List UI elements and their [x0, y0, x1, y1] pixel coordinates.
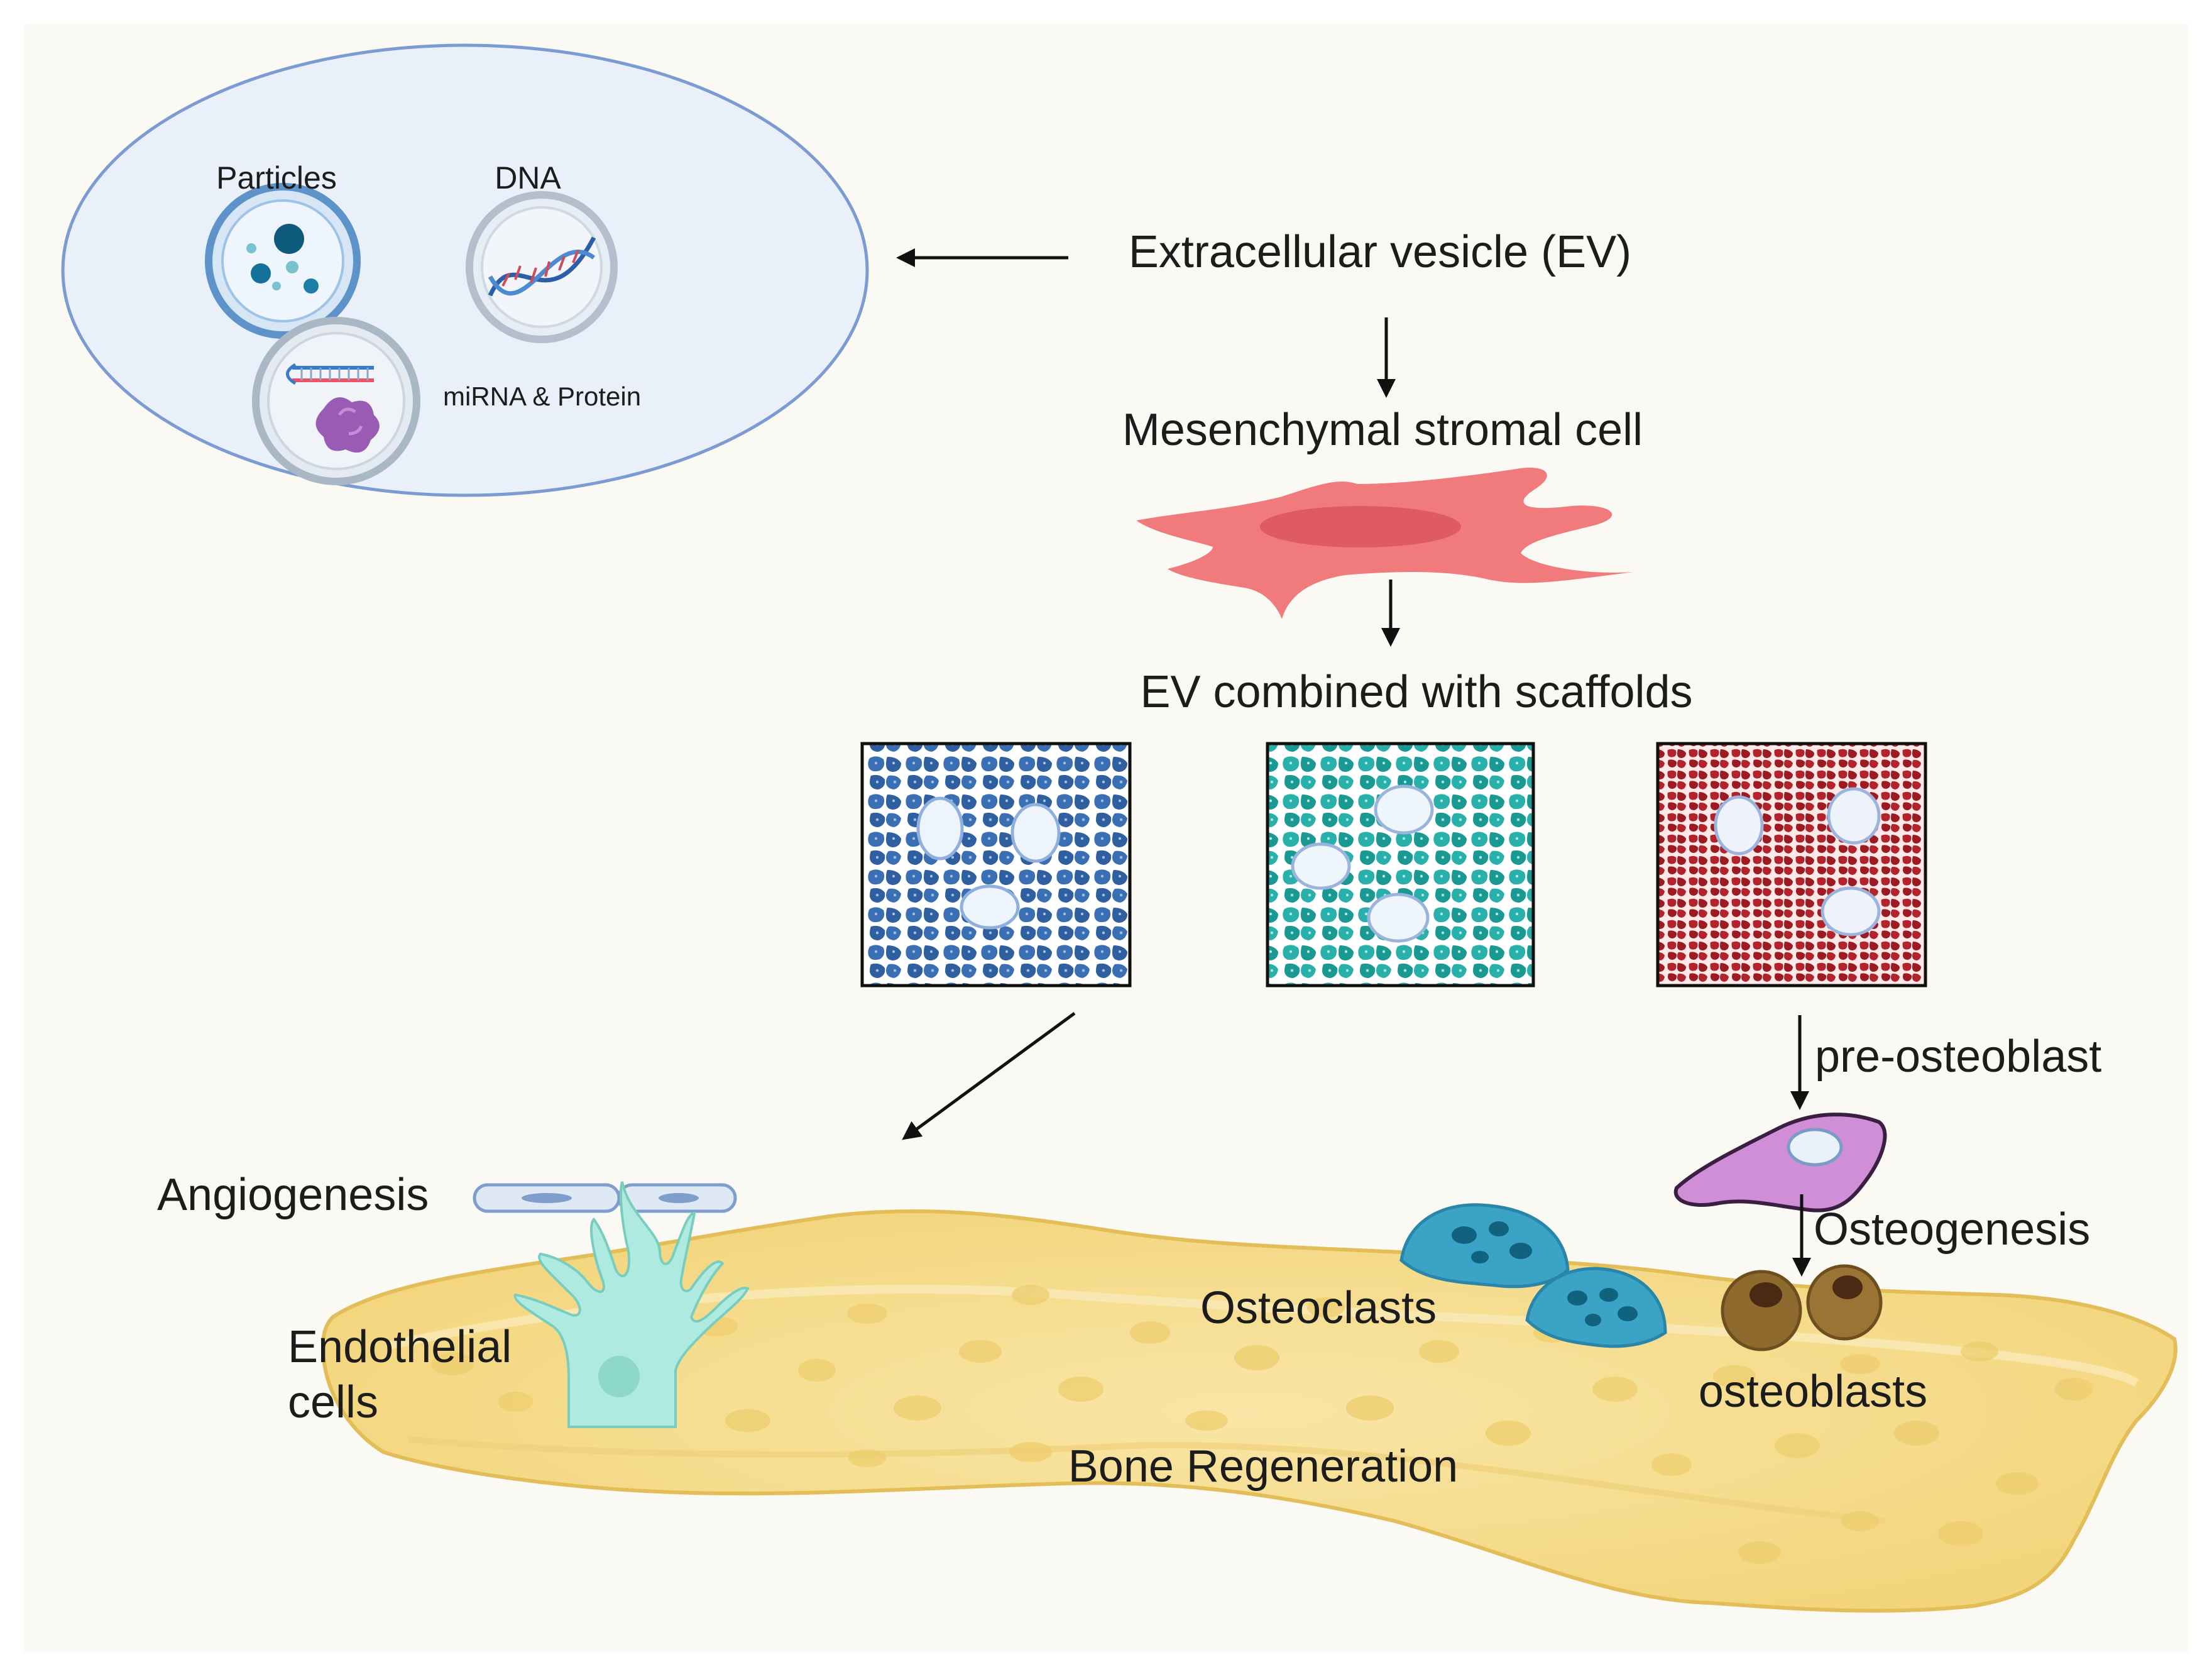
pre-osteoblast-icon	[1673, 1113, 1887, 1213]
endothelial-label-line1: Endothelial	[288, 1322, 512, 1372]
ev-label: Extracellular vesicle (EV)	[1129, 227, 1631, 277]
dna-helix-icon	[466, 191, 618, 343]
particles-label: Particles	[216, 160, 337, 195]
osteogenesis-label: Osteogenesis	[1814, 1204, 2090, 1255]
pre-osteoblast-label: pre-osteoblast	[1815, 1031, 2101, 1082]
scaffolds-label: EV combined with scaffolds	[1140, 667, 1692, 717]
msc-label: Mesenchymal stromal cell	[1122, 405, 1643, 455]
angiogenesis-label: Angiogenesis	[157, 1170, 429, 1220]
ev-contents-panel: Particles DNA miRNA & Protein	[61, 43, 869, 497]
endothelial-cell-icon	[473, 1181, 750, 1428]
arrow-scaffold-to-angiogenesis	[902, 1011, 1076, 1140]
osteoblasts-label: osteoblasts	[1699, 1367, 1927, 1417]
ev-contents-ellipse	[61, 43, 869, 497]
osteoclasts-label: Osteoclasts	[1200, 1283, 1437, 1333]
red-scaffold-icon	[1656, 742, 1927, 987]
teal-scaffold-icon	[1266, 742, 1535, 987]
particles-vesicle-icon	[205, 183, 361, 339]
osteoblast-icon	[1721, 1264, 1883, 1351]
bone-regeneration-label: Bone Regeneration	[1068, 1441, 1458, 1492]
blue-scaffold-icon	[860, 742, 1132, 987]
endothelial-label-line2: cells	[288, 1377, 378, 1427]
mirna-protein-label: miRNA & Protein	[443, 382, 641, 411]
osteoclast-icon	[1399, 1203, 1667, 1348]
mirna-protein-vesicle-icon	[252, 317, 420, 485]
mesenchymal-cell-icon	[1136, 468, 1634, 619]
dna-label: DNA	[495, 160, 561, 195]
